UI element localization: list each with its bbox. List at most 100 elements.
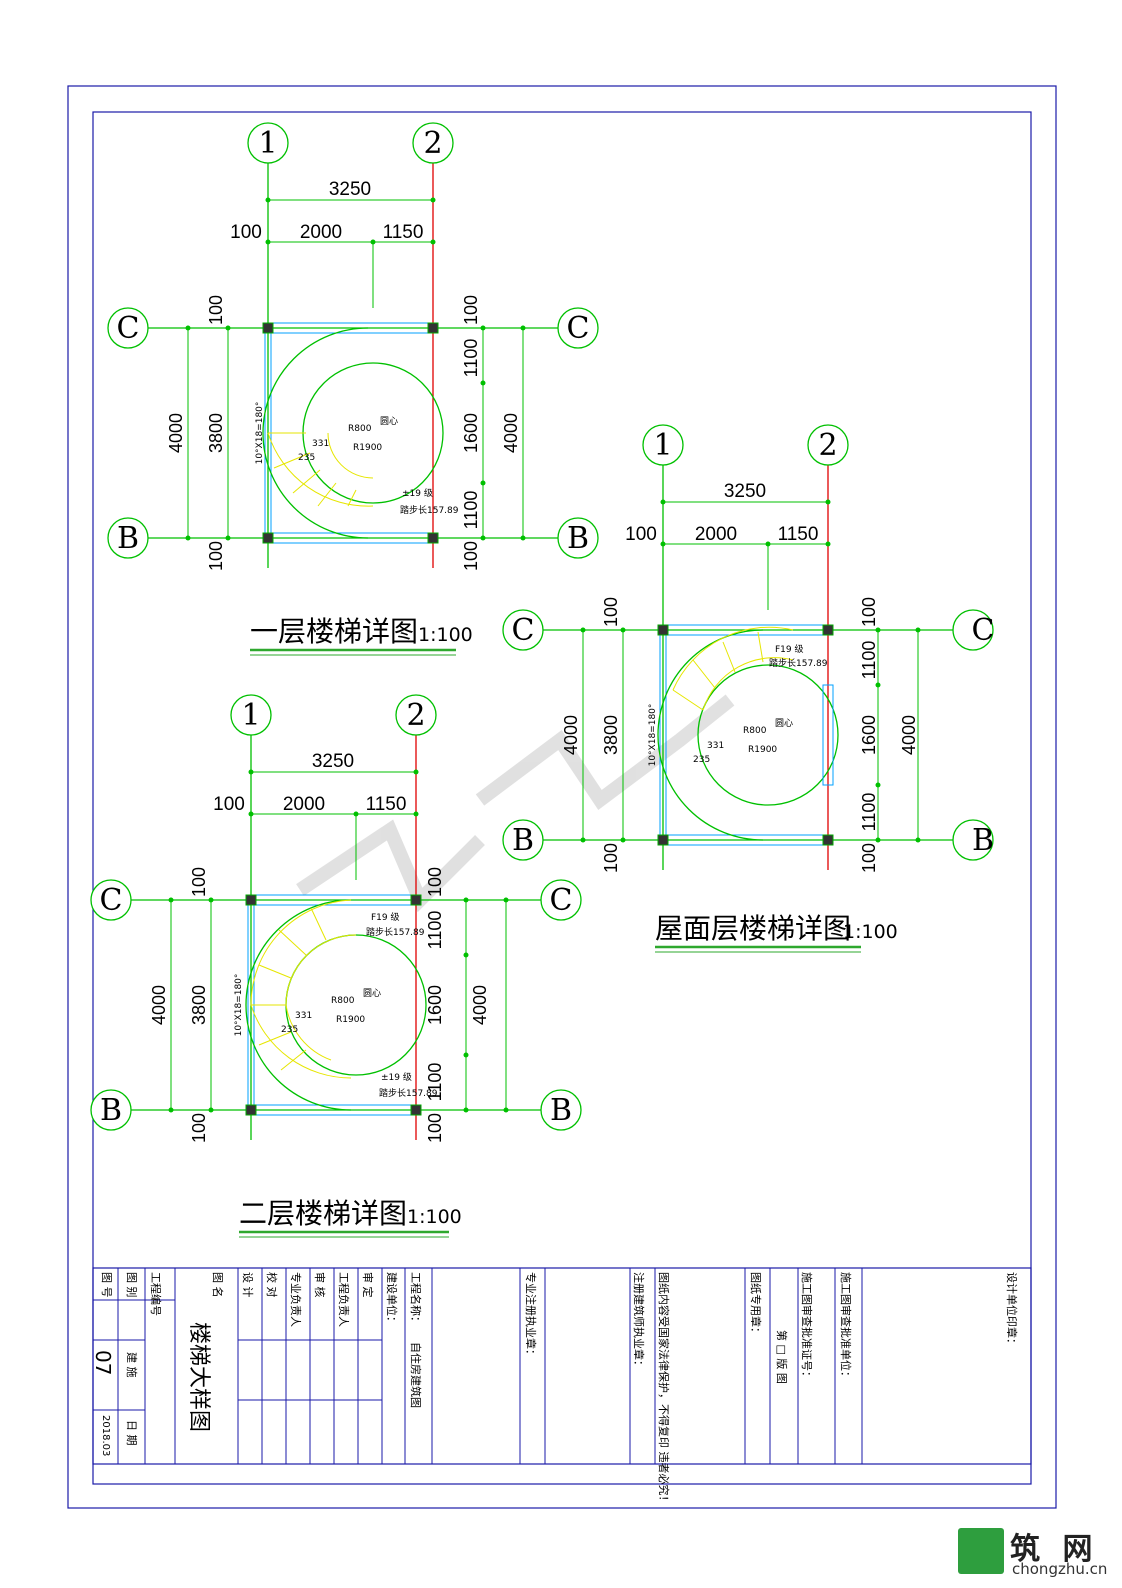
dim-left-bottom: 100 — [206, 541, 226, 571]
dim-left-bottom: 100 — [189, 1113, 209, 1143]
tb-reg-arch-label: 专业注册执业章： — [524, 1272, 538, 1360]
dim-left-outer: 4000 — [561, 715, 581, 755]
dim-right-outer: 4000 — [501, 413, 521, 453]
dim-right-bottom: 100 — [425, 1113, 445, 1143]
tb-role-lead: 专业负责人 — [289, 1272, 303, 1327]
tb-role-design: 设 计 — [241, 1272, 254, 1298]
dim-right-outer: 4000 — [470, 985, 490, 1025]
tb-project-no-label: 工程编号 — [149, 1272, 163, 1316]
tb-role-engineer: 工程负责人 — [337, 1272, 351, 1327]
width-235: 235 — [298, 453, 315, 463]
width-331: 331 — [295, 1011, 312, 1021]
tb-drawing-name-label: 图 名 — [211, 1272, 225, 1298]
width-331: 331 — [312, 439, 329, 449]
dim-right-m3: 1100 — [425, 1063, 445, 1102]
stair-treads — [250, 899, 357, 1079]
tb-review-label: 施工图审查批准证号： — [800, 1272, 814, 1382]
dim-left-top: 100 — [189, 867, 209, 897]
title-block: 图 号 07 2018.03 图 别 建 施 日 期 工程编号 图 名 楼梯大样… — [91, 1267, 1032, 1507]
tread-length-top: 踏步长157.89 — [366, 926, 425, 938]
plan-title: 二层楼梯详图 — [239, 1197, 407, 1230]
tb-sheet-no-label: 图 号 — [100, 1272, 113, 1298]
tb-sheet-no: 07 — [91, 1350, 115, 1375]
tb-drawing-name: 楼梯大样图 — [186, 1322, 211, 1432]
tb-drawing-type-label: 图 别 — [125, 1272, 138, 1298]
dim-total: 3250 — [329, 179, 371, 200]
dim-b: 2000 — [283, 794, 325, 815]
dim-right-bottom: 100 — [859, 843, 879, 873]
plan-floor1: 1 2 C C B B 3250 100 2000 1150 4000 3800… — [107, 122, 599, 656]
axis-label-c-right: C — [972, 613, 995, 648]
dim-right-m3: 1100 — [461, 491, 481, 530]
center-note: 圆心 — [380, 416, 398, 427]
axis-label-2: 2 — [423, 126, 442, 161]
dim-c: 1150 — [778, 524, 819, 545]
axis-label-b-left: B — [117, 521, 139, 556]
axis-label-b-right: B — [567, 521, 589, 556]
dim-right-m1: 1100 — [425, 911, 445, 950]
radius-r1900: R1900 — [336, 1015, 365, 1025]
logo-url: chongzhu.cn — [1012, 1560, 1108, 1578]
steps-note: ±19 级 — [402, 487, 433, 499]
tb-date: 2018.03 — [100, 1415, 111, 1456]
tb-client-label: 建设单位： — [385, 1272, 399, 1327]
tb-approval-label: 施工图审查批准单位： — [839, 1272, 853, 1382]
dim-c: 1150 — [366, 794, 407, 815]
radius-r800: R800 — [331, 996, 355, 1006]
tb-project-name: 自住房建筑图 — [409, 1342, 423, 1408]
axis-label-b-right: B — [550, 1093, 572, 1128]
dim-right-m3: 1100 — [859, 793, 879, 832]
width-331: 331 — [707, 741, 724, 751]
steps-top-note: F19 级 — [775, 643, 804, 655]
axis-label-c-left: C — [512, 613, 535, 648]
dim-b: 2000 — [695, 524, 737, 545]
inner-frame — [92, 111, 1032, 1485]
dim-total: 3250 — [724, 481, 766, 502]
stair-treads — [672, 626, 794, 711]
dim-a: 100 — [230, 222, 262, 243]
radius-r800: R800 — [348, 424, 372, 434]
angle-note: 10°X18=180° — [234, 974, 244, 1037]
radius-r800: R800 — [743, 726, 767, 736]
plan-title: 屋面层楼梯详图 — [655, 912, 851, 945]
tb-notice: 图纸内容受国家法律保护，不得复印 违者必究！ — [657, 1272, 671, 1507]
site-logo: 筑 网 chongzhu.cn — [956, 1520, 1114, 1582]
plan-title: 一层楼梯详图 — [250, 615, 418, 648]
dim-c: 1150 — [383, 222, 424, 243]
dim-left-outer: 4000 — [166, 413, 186, 453]
tread-length: 踏步长157.89 — [769, 657, 828, 669]
plan-roof: 1 2 C C B B 3250 100 2000 1150 4000 3800… — [502, 424, 995, 953]
axis-label-c-right: C — [567, 311, 590, 346]
dim-right-top: 100 — [461, 295, 481, 325]
width-235: 235 — [281, 1025, 298, 1035]
plan-scale: 1:100 — [418, 624, 473, 646]
logo-name: 筑 网 — [1010, 1532, 1099, 1567]
dim-left-outer: 4000 — [149, 985, 169, 1025]
angle-note: 10°X18=180° — [255, 402, 265, 465]
dim-left-inner: 3800 — [206, 413, 226, 453]
dim-a: 100 — [213, 794, 245, 815]
tb-signature-label: 设计单位印章： — [1005, 1272, 1019, 1349]
tb-role-approve: 审 定 — [361, 1272, 375, 1298]
tb-role-review: 审 核 — [313, 1272, 327, 1298]
dim-left-top: 100 — [206, 295, 226, 325]
tb-reg-seal-label: 注册建筑师执业章： — [632, 1272, 646, 1371]
dim-a: 100 — [625, 524, 657, 545]
plan-scale: 1:100 — [843, 921, 898, 943]
tread-length: 踏步长157.89 — [379, 1087, 438, 1099]
dim-right-m1: 1100 — [859, 641, 879, 680]
axis-label-1: 1 — [241, 698, 260, 733]
dim-total: 3250 — [312, 751, 354, 772]
tb-date-label: 日 期 — [125, 1420, 138, 1446]
dim-right-m1: 1100 — [461, 339, 481, 378]
axis-label-c-right: C — [550, 883, 573, 918]
dim-left-top: 100 — [601, 597, 621, 627]
tread-length: 踏步长157.89 — [400, 504, 459, 516]
angle-note: 10°X18=180° — [648, 704, 658, 767]
steps-top-note: F19 级 — [371, 911, 400, 923]
tb-drawing-seal-label: 图纸专用章： — [749, 1272, 763, 1338]
axis-label-2: 2 — [818, 428, 837, 463]
outer-frame — [67, 85, 1057, 1509]
axis-label-1: 1 — [258, 126, 277, 161]
